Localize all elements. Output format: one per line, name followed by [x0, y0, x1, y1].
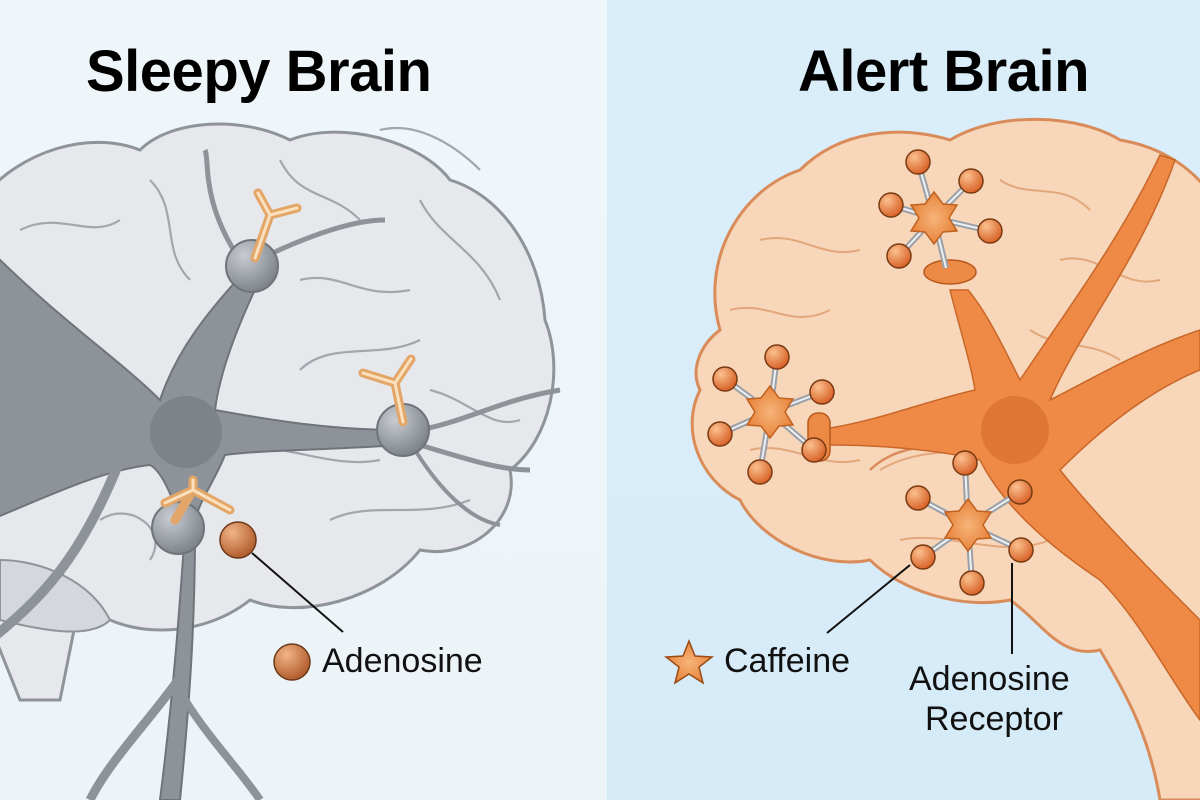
alert-brain-title: Alert Brain: [798, 39, 1090, 104]
receptor-cap-top: [923, 259, 977, 285]
caffeine-molecule-bottom: [905, 450, 1034, 596]
adenosine-leader-line: [251, 552, 344, 633]
adenosine-molecule-bound: [219, 521, 257, 559]
alert-brain-illustration: [663, 117, 1200, 800]
caffeine-leader-line: [826, 564, 911, 634]
sleepy-brain-illustration: [0, 122, 561, 800]
caffeine-molecule-top: [878, 149, 1003, 269]
adenosine-receptor-label-line1: Adenosine: [909, 660, 1070, 698]
adenosine-label: Adenosine: [322, 642, 483, 680]
neuron-gray: [0, 148, 561, 800]
sleepy-brain-panel: Sleepy Brain Adenosine: [0, 0, 607, 800]
caffeine-molecule-left: [707, 344, 835, 485]
sleepy-brain-title: Sleepy Brain: [86, 39, 432, 104]
alert-brain-panel: Alert Brain Caffeine Adenosine Receptor: [607, 0, 1200, 800]
caffeine-legend-star-icon: [663, 638, 715, 685]
adenosine-receptor-label-line2: Receptor: [925, 700, 1063, 738]
caffeine-label: Caffeine: [724, 642, 851, 680]
adenosine-legend-icon: [273, 643, 311, 681]
